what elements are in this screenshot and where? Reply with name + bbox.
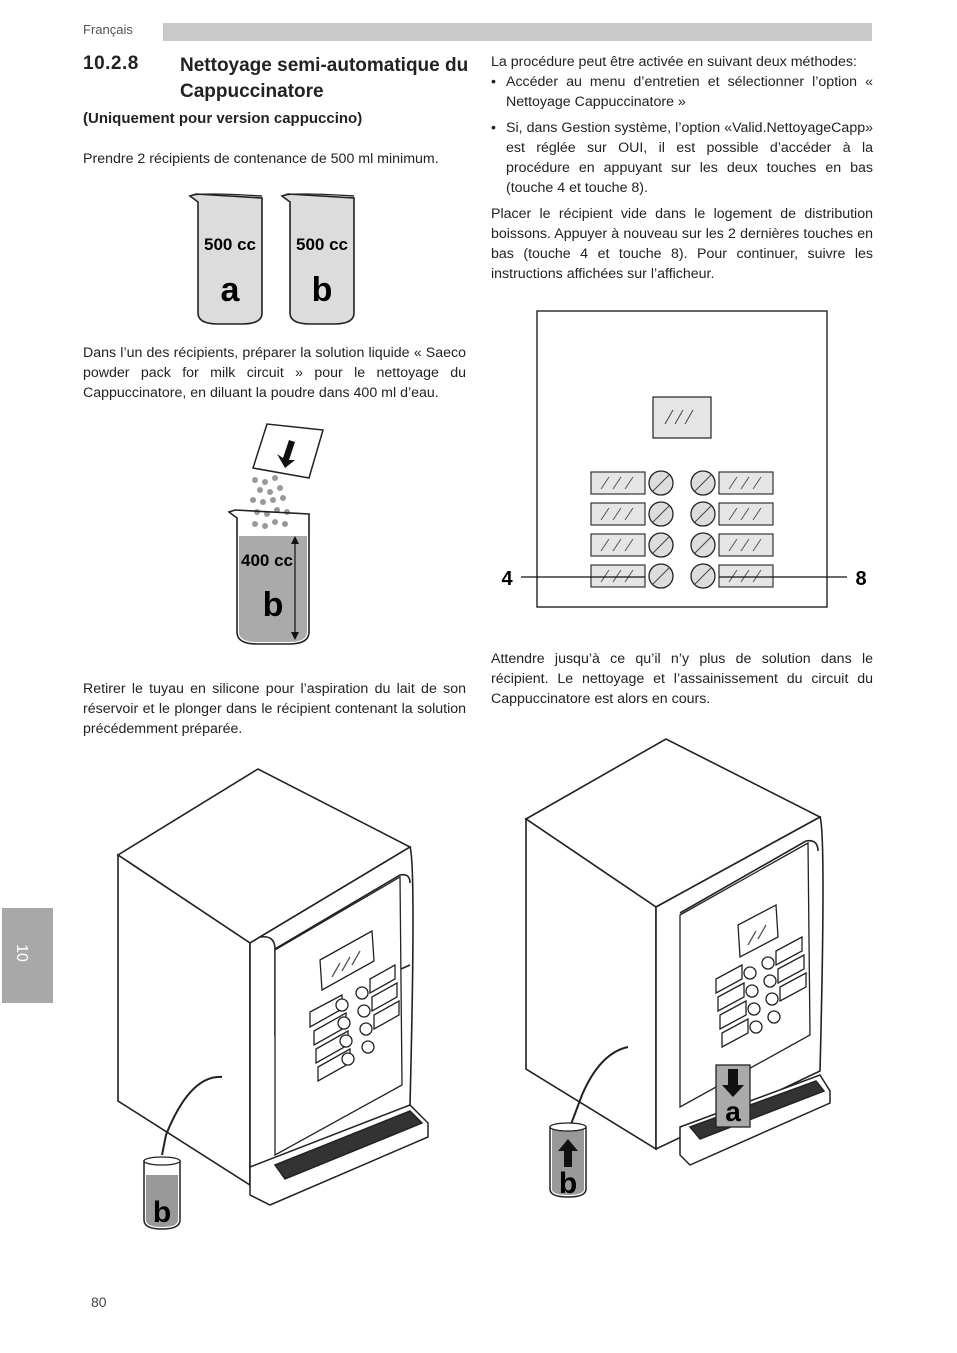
- method-bullet-text: Accéder au menu d’entretien et sélection…: [506, 74, 873, 110]
- tube: [161, 1075, 223, 1156]
- container-a: 500 cc a: [188, 193, 263, 325]
- arrow-down-icon: [722, 1069, 744, 1097]
- method-bullet-text: Si, dans Gestion système, l’option «Vali…: [506, 120, 873, 196]
- page-number: 80: [91, 1294, 107, 1310]
- key-8-label: 8: [855, 568, 866, 590]
- section-subtitle: (Uniquement pour version cappuccino): [83, 110, 363, 127]
- step-take-containers: Prendre 2 récipients de contenance de 50…: [83, 151, 439, 167]
- container-b-under-tube: b: [143, 1156, 181, 1230]
- tube: [569, 1046, 629, 1128]
- containers-illustration: 500 cc a 500 cc b: [188, 193, 355, 325]
- container-b: 500 cc b: [280, 193, 355, 325]
- chapter-tab: 10: [2, 908, 53, 1003]
- front-panel: [679, 841, 811, 1109]
- display-screen: [652, 396, 712, 439]
- keypad-diagram: 4 8: [501, 310, 867, 608]
- solution-letter: b: [263, 586, 284, 624]
- machine-dispense-illustration: a b: [524, 738, 831, 1200]
- key-label-hatch: [728, 569, 762, 583]
- key-label-box-right: [718, 502, 774, 526]
- key-label-box-right: [718, 564, 774, 588]
- bullet-symbol: •: [491, 74, 496, 90]
- key-button-hatch: [652, 505, 670, 523]
- step-wait: Attendre jusqu’à ce qu’il n’y plus de so…: [491, 651, 873, 707]
- step-prepare-solution: Dans l’un des récipients, préparer la so…: [83, 345, 466, 401]
- powder-stream: [250, 475, 290, 529]
- key-button-hatch: [652, 567, 670, 585]
- key-button-hatch: [694, 536, 712, 554]
- solution-illustration: 400 cc b: [227, 423, 324, 645]
- language-label: Français: [83, 22, 133, 37]
- key-label-box-left: [590, 471, 646, 495]
- arrow-down-icon: [277, 440, 295, 468]
- key-grid: [590, 470, 774, 589]
- machine-left-container-letter: b: [153, 1196, 171, 1229]
- key-label-hatch: [728, 507, 762, 521]
- drip-tray: [249, 1104, 429, 1206]
- container-b-solution: 400 cc b: [227, 509, 310, 645]
- key-label-box-left: [590, 502, 646, 526]
- key-button-hatch: [694, 505, 712, 523]
- section-number: 10.2.8: [83, 53, 139, 74]
- key-button-hatch: [652, 536, 670, 554]
- front-panel: [274, 875, 403, 1157]
- method-bullet-2: • Si, dans Gestion système, l’option «Va…: [491, 118, 873, 198]
- methods-intro: La procédure peut être activée en suivan…: [491, 54, 857, 70]
- powder-pack: [252, 423, 324, 479]
- machine-right-container-b-letter: b: [559, 1167, 577, 1200]
- header-bar: [163, 23, 872, 41]
- container-b-volume: 500 cc: [296, 235, 348, 254]
- container-a-dispense: a: [715, 1064, 751, 1128]
- key-button-hatch: [652, 474, 670, 492]
- key-label-hatch: [728, 476, 762, 490]
- step-insert-tube: Retirer le tuyau en silicone pour l’aspi…: [83, 681, 466, 737]
- key-label-hatch: [600, 569, 634, 583]
- key-label-hatch: [600, 507, 634, 521]
- machine-right-container-a-letter: a: [725, 1096, 741, 1127]
- method-bullet-1: • Accéder au menu d’entretien et sélecti…: [491, 72, 873, 112]
- machine-tube-illustration: b: [116, 768, 429, 1230]
- key-button-hatch: [694, 474, 712, 492]
- key-4-label: 4: [501, 568, 513, 590]
- key-label-hatch: [600, 476, 634, 490]
- key-button-hatch: [694, 567, 712, 585]
- key-label-hatch: [600, 538, 634, 552]
- container-a-volume: 500 cc: [204, 235, 256, 254]
- chapter-tab-number: 10: [12, 944, 30, 962]
- section-title: Nettoyage semi-automatique du Cappuccina…: [180, 55, 469, 102]
- step-place-container: Placer le récipient vide dans le logemen…: [491, 206, 873, 282]
- arrow-up-icon: [558, 1139, 578, 1167]
- container-b-under-tube: b: [549, 1122, 587, 1200]
- key-label-box-right: [718, 533, 774, 557]
- key-label-box-left: [590, 564, 646, 588]
- container-b-letter: b: [312, 271, 333, 309]
- key-label-hatch: [728, 538, 762, 552]
- container-a-letter: a: [221, 271, 241, 309]
- bullet-symbol: •: [491, 120, 496, 136]
- solution-volume: 400 cc: [241, 551, 293, 570]
- key-label-box-right: [718, 471, 774, 495]
- key-label-box-left: [590, 533, 646, 557]
